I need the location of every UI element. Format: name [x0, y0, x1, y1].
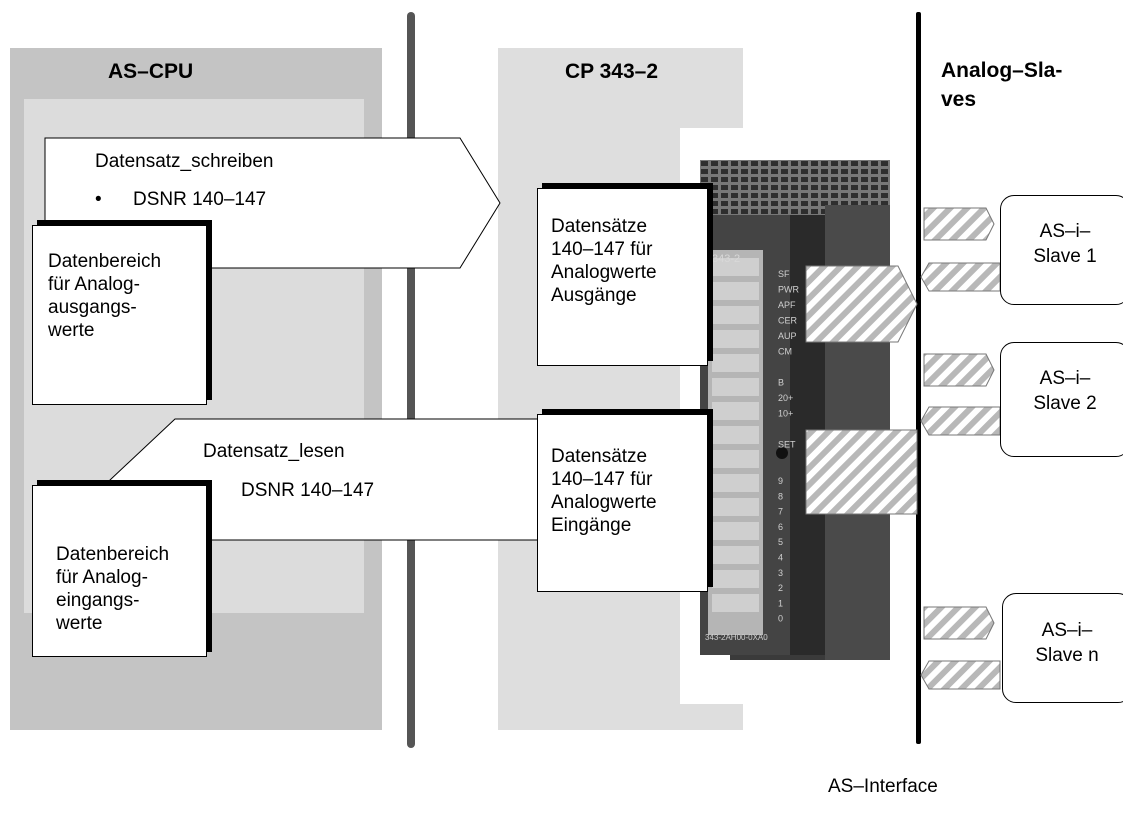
cp-title: CP 343–2: [565, 60, 659, 83]
input-data-area-box: Datenbereich für Analog- eingangs- werte: [32, 485, 207, 657]
slaves-title-line2: ves: [941, 88, 977, 111]
module-led-label: CER: [778, 316, 798, 326]
slave-1-line1: AS–i–: [1039, 221, 1091, 242]
module-led-label: 10+: [778, 409, 793, 419]
input-area-line3: eingangs-: [56, 590, 140, 611]
module-channel-label: 2: [778, 583, 783, 593]
output-records-line3: Analogwerte: [551, 262, 657, 283]
slaves-title-line1: Analog–Sla-: [941, 59, 1063, 82]
read-arrow-item: DSNR 140–147: [203, 479, 374, 502]
module-led-label: CM: [778, 347, 792, 357]
output-area-line3: ausgangs-: [48, 297, 137, 318]
output-area-line4: werte: [48, 320, 95, 341]
module-channel-label: 0: [778, 614, 783, 624]
slave-2-line2: Slave 2: [1033, 393, 1097, 414]
module-led-label: SET: [778, 440, 796, 450]
module-order-number: 343-2AH00-0XA0: [705, 633, 768, 642]
input-records-box: Datensätze 140–147 für Analogwerte Eingä…: [537, 414, 708, 592]
module-label: 343-2: [712, 253, 740, 265]
input-records-line4: Eingänge: [551, 515, 632, 536]
module-channel-label: 8: [778, 491, 783, 501]
input-area-line2: für Analog-: [56, 567, 148, 588]
write-arrow-title: Datensatz_schreiben: [95, 151, 274, 172]
output-area-line1: Datenbereich: [48, 251, 162, 272]
as-interface-bus-line: [916, 12, 921, 744]
output-area-line2: für Analog-: [48, 274, 140, 295]
slave-1: AS–i– Slave 1: [1000, 195, 1123, 305]
cp-module-image: [700, 160, 890, 660]
module-led-label: APF: [778, 300, 796, 310]
module-led-label: 20+: [778, 393, 793, 403]
input-area-line1: Datenbereich: [56, 544, 170, 565]
output-records-box: Datensätze 140–147 für Analogwerte Ausgä…: [537, 188, 708, 366]
slave-2: AS–i– Slave 2: [1000, 342, 1123, 457]
slave-n-line2: Slave n: [1035, 645, 1099, 666]
output-data-arrow: [805, 265, 918, 343]
input-data-arrow: [805, 429, 918, 515]
module-channel-label: 9: [778, 476, 783, 486]
input-records-line2: 140–147 für: [551, 469, 653, 490]
slaves-title: Analog–Sla- ves: [941, 56, 1062, 114]
slave-1-line2: Slave 1: [1033, 246, 1097, 267]
slave-2-line1: AS–i–: [1039, 368, 1091, 389]
module-channel-label: 7: [778, 507, 783, 517]
slave2-out-arrow: [920, 406, 1001, 436]
as-interface-label: AS–Interface: [828, 776, 938, 797]
module-channel-label: 6: [778, 522, 783, 532]
read-arrow-title: Datensatz_lesen: [203, 441, 345, 462]
as-cpu-title: AS–CPU: [108, 60, 194, 83]
module-channel-label: 5: [778, 537, 783, 547]
backplane-bus-line: [407, 12, 415, 748]
output-records-line4: Ausgänge: [551, 285, 637, 306]
slaven-out-arrow: [920, 660, 1001, 690]
slaven-in-arrow: [923, 606, 995, 640]
input-area-line4: werte: [56, 613, 103, 634]
output-data-area-box: Datenbereich für Analog- ausgangs- werte: [32, 225, 207, 405]
output-records-line2: 140–147 für: [551, 239, 653, 260]
module-led-label: B: [778, 378, 784, 388]
input-records-line3: Analogwerte: [551, 492, 657, 513]
module-led-label: SF: [778, 269, 790, 279]
module-channel-label: 4: [778, 553, 783, 563]
slave-n: AS–i– Slave n: [1002, 593, 1123, 703]
slave2-in-arrow: [923, 353, 995, 387]
slave1-out-arrow: [920, 262, 1001, 292]
slave1-in-arrow: [923, 207, 995, 241]
module-led-label: AUP: [778, 331, 797, 341]
input-records-line1: Datensätze: [551, 446, 648, 467]
module-channel-label: 1: [778, 598, 783, 608]
slave-n-line1: AS–i–: [1041, 620, 1093, 641]
module-channel-label: 3: [778, 568, 783, 578]
output-records-line1: Datensätze: [551, 216, 648, 237]
write-arrow-item: DSNR 140–147: [95, 188, 266, 211]
module-led-label: PWR: [778, 285, 799, 295]
